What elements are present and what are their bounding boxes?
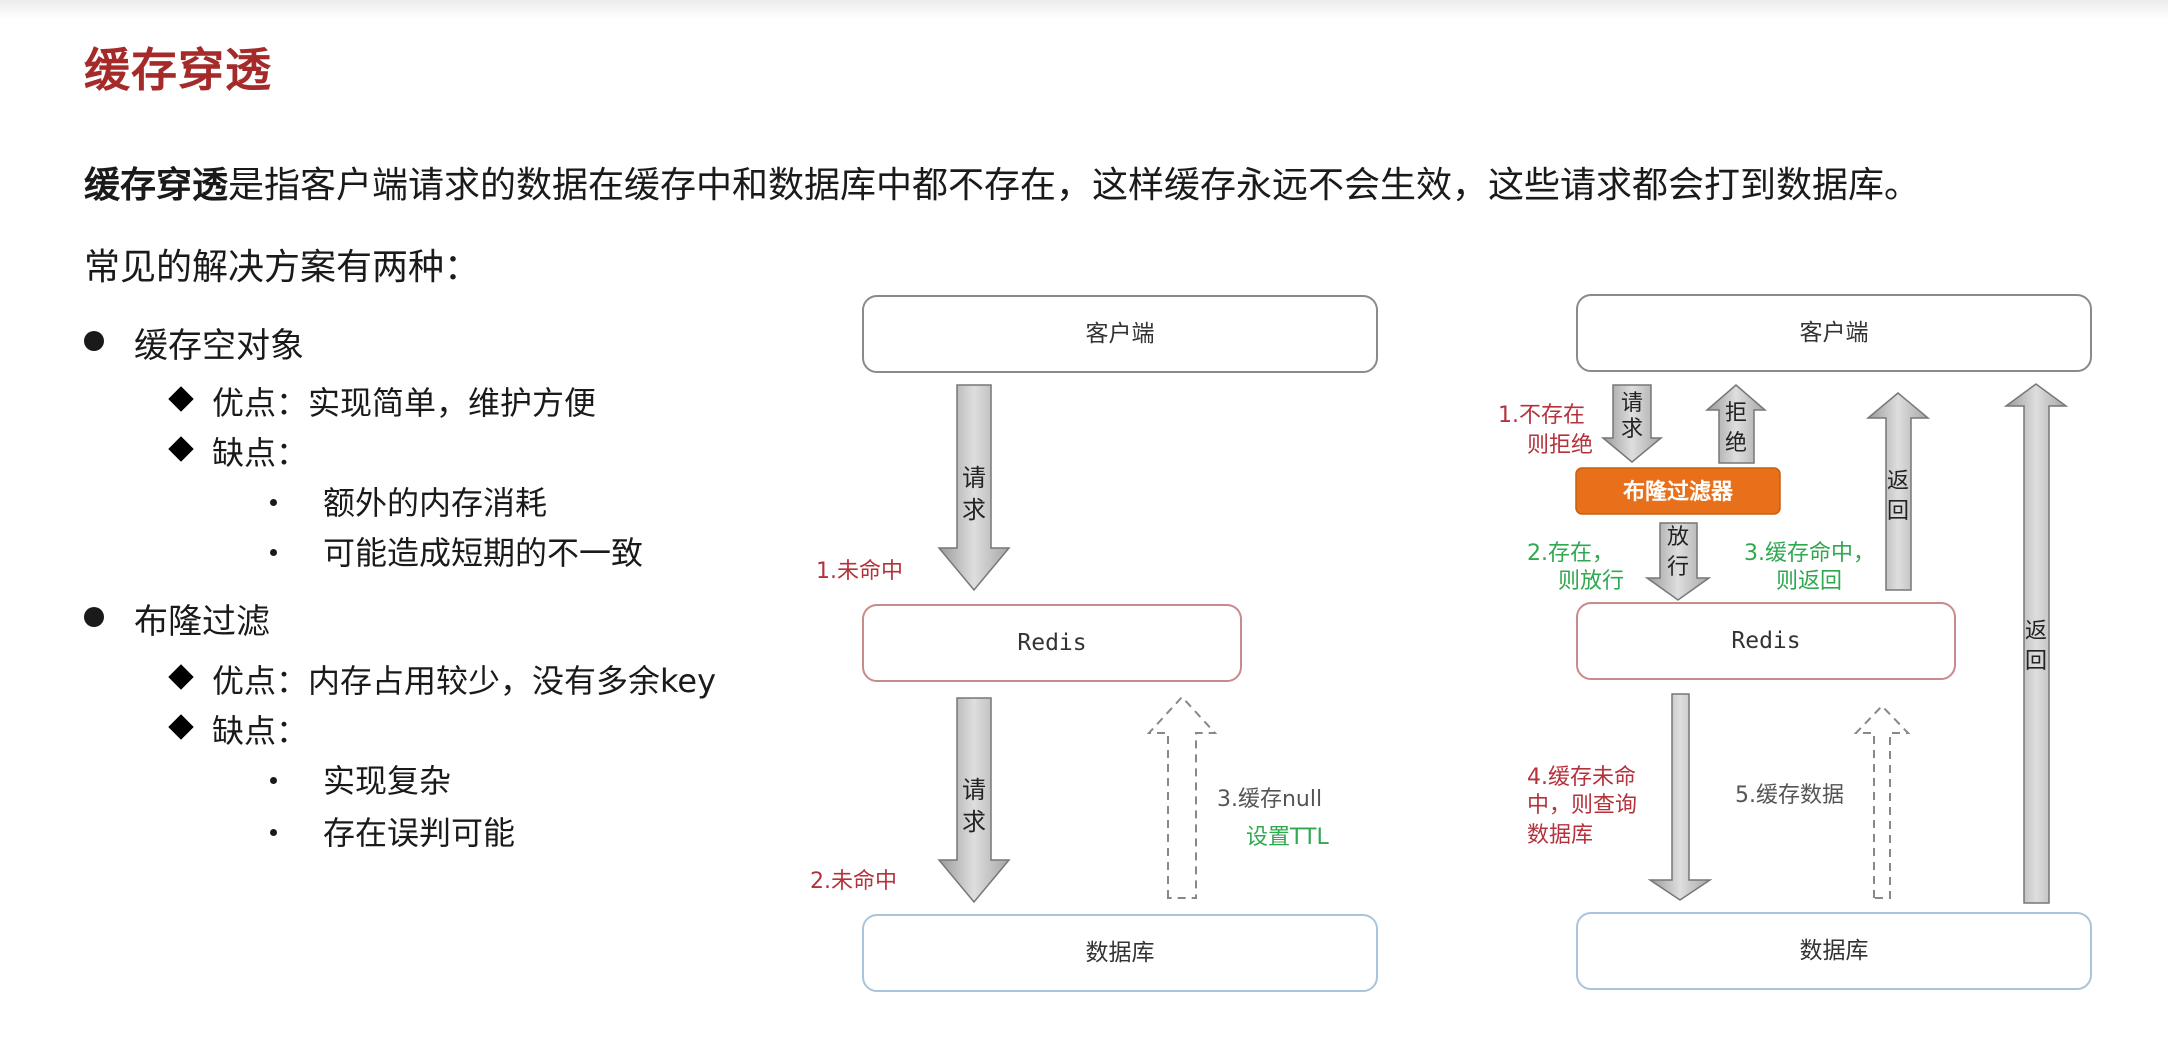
solution-2: 布隆过滤 bbox=[84, 594, 270, 643]
redis-box-2 bbox=[1576, 602, 1956, 680]
solution-1: 缓存空对象 bbox=[84, 318, 304, 367]
intro-rest: 是指客户端请求的数据在缓存中和数据库中都不存在，这样缓存永远不会生效，这些请求都… bbox=[228, 165, 1921, 206]
client-label-2: 客户端 bbox=[1800, 320, 1869, 346]
redis-label-1: Redis bbox=[1017, 630, 1086, 656]
bloom-request-arrow bbox=[1600, 384, 1664, 463]
bloom-filter-box bbox=[1575, 467, 1781, 515]
solution-2-pros-text: 优点：内存占用较少，没有多余key bbox=[212, 662, 717, 700]
step4-label-line2: 中，则查询 bbox=[1527, 793, 1637, 818]
redis-label-2: Redis bbox=[1731, 628, 1800, 654]
return-arrow-2 bbox=[2003, 383, 2069, 904]
solution-1-cons-item: 可能造成短期的不一致 bbox=[270, 528, 643, 574]
solutions-heading: 常见的解决方案有两种： bbox=[84, 247, 481, 288]
return-arrow-1 bbox=[1865, 392, 1931, 591]
client-box-2 bbox=[1576, 294, 2092, 372]
request-arrow-label-2a: 请 bbox=[962, 776, 986, 804]
return-1-label-a: 返 bbox=[1887, 469, 1909, 494]
cache-data-dashed-arrow bbox=[1853, 704, 1911, 899]
solution-2-cons: 缺点： bbox=[168, 706, 308, 752]
client-label-1: 客户端 bbox=[1086, 321, 1155, 347]
reject-label-b: 绝 bbox=[1725, 431, 1747, 456]
small-dot bbox=[270, 499, 277, 506]
return-2-label-a: 返 bbox=[2025, 619, 2047, 644]
cache-null-dashed-arrow bbox=[1146, 695, 1218, 899]
bloom-filter-label: 布隆过滤器 bbox=[1623, 479, 1734, 505]
request-arrow-label-2b: 求 bbox=[962, 808, 986, 836]
solution-1-cons: 缺点： bbox=[168, 428, 308, 474]
step2-label-line2: 则放行 bbox=[1558, 569, 1624, 594]
set-ttl-label: 设置TTL bbox=[1246, 825, 1329, 850]
solution-1-pros-text: 优点：实现简单，维护方便 bbox=[212, 384, 597, 422]
solution-2-cons-text: 缺点： bbox=[212, 712, 309, 750]
solution-1-pros: 优点：实现简单，维护方便 bbox=[168, 378, 596, 424]
bloom-request-label-b: 求 bbox=[1621, 417, 1643, 442]
miss-label-2: 2.未命中 bbox=[810, 869, 897, 894]
return-1-label-b: 回 bbox=[1887, 499, 1909, 524]
release-arrow bbox=[1644, 522, 1712, 601]
request-arrow-1 bbox=[937, 384, 1011, 592]
cons-item-text: 存在误判可能 bbox=[323, 814, 516, 852]
cons-item-text: 实现复杂 bbox=[323, 762, 452, 800]
solution-2-cons-item: 实现复杂 bbox=[270, 756, 451, 802]
reject-arrow bbox=[1704, 384, 1768, 464]
intro-bold-term: 缓存穿透 bbox=[84, 165, 229, 206]
query-db-arrow bbox=[1647, 693, 1713, 901]
intro-text: 缓存穿透是指客户端请求的数据在缓存中和数据库中都不存在，这样缓存永远不会生效，这… bbox=[84, 156, 1920, 208]
solution-1-name: 缓存空对象 bbox=[134, 326, 304, 366]
step1-label-line2: 则拒绝 bbox=[1527, 433, 1593, 458]
bullet-dot bbox=[84, 607, 104, 627]
bullet-dot bbox=[84, 331, 104, 351]
solution-2-pros: 优点：内存占用较少，没有多余key bbox=[168, 656, 716, 702]
solution-1-cons-item: 额外的内存消耗 bbox=[270, 478, 547, 524]
small-dot bbox=[270, 829, 277, 836]
small-dot bbox=[270, 777, 277, 784]
diagram-2: 客户端 请 求 拒 绝 1.不存在 则拒绝 布隆过滤器 放 行 2.存在， 则放… bbox=[1498, 294, 2092, 990]
release-label-a: 放 bbox=[1667, 525, 1689, 550]
top-bar bbox=[0, 0, 2168, 20]
client-box-1 bbox=[862, 295, 1378, 373]
diagram-1: 客户端 Redis 数据库 请 求 1.未命中 请 求 2.未命中 3.缓存nu… bbox=[810, 295, 1378, 992]
step4-label-line1: 4.缓存未命 bbox=[1527, 765, 1636, 790]
db-label-2: 数据库 bbox=[1800, 938, 1869, 964]
return-2-label-b: 回 bbox=[2025, 649, 2047, 674]
db-box-1 bbox=[862, 914, 1378, 992]
step5-label: 5.缓存数据 bbox=[1735, 783, 1844, 808]
step1-label-line1: 1.不存在 bbox=[1498, 403, 1585, 428]
page-title: 缓存穿透 bbox=[84, 43, 272, 97]
db-label-1: 数据库 bbox=[1086, 940, 1155, 966]
solution-1-cons-text: 缺点： bbox=[212, 434, 309, 472]
step3-label-line2: 则返回 bbox=[1776, 569, 1842, 594]
cache-null-label: 3.缓存null bbox=[1217, 787, 1322, 812]
miss-label-1: 1.未命中 bbox=[816, 559, 903, 584]
request-arrow-label-1b: 求 bbox=[962, 496, 986, 524]
request-arrow-label-1a: 请 bbox=[962, 464, 986, 492]
step2-label-line1: 2.存在， bbox=[1527, 541, 1614, 566]
bloom-request-label-a: 请 bbox=[1621, 391, 1643, 416]
step3-label-line1: 3.缓存命中， bbox=[1744, 541, 1875, 566]
solution-2-name: 布隆过滤 bbox=[134, 602, 270, 642]
request-arrow-2 bbox=[937, 697, 1011, 904]
cons-item-text: 额外的内存消耗 bbox=[323, 484, 548, 522]
cons-item-text: 可能造成短期的不一致 bbox=[323, 534, 644, 572]
solution-2-cons-item: 存在误判可能 bbox=[270, 808, 515, 854]
db-box-2 bbox=[1576, 912, 2092, 990]
step4-label-line3: 数据库 bbox=[1527, 823, 1593, 848]
redis-box-1 bbox=[862, 604, 1242, 682]
reject-label-a: 拒 bbox=[1725, 401, 1747, 426]
release-label-b: 行 bbox=[1667, 555, 1689, 580]
small-dot bbox=[270, 549, 277, 556]
